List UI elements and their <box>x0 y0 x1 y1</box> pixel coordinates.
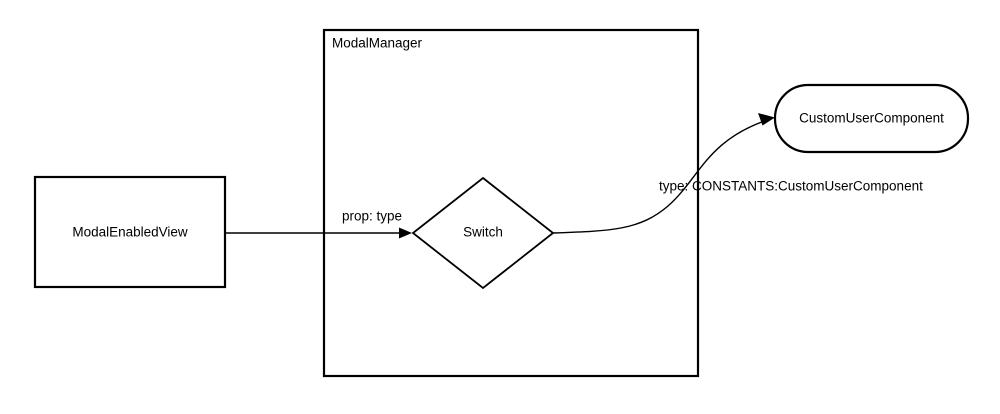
edge-switch-to-custom-user-component[interactable]: type: CONSTANTS:CustomUserComponent <box>552 113 923 234</box>
node-modal-enabled-view[interactable]: ModalEnabledView <box>33 175 227 289</box>
custom-user-component-border <box>773 83 970 154</box>
custom-user-component-label: CustomUserComponent <box>799 111 944 126</box>
switch-label: Switch <box>463 225 503 240</box>
modal-enabled-view-border <box>33 175 227 289</box>
modal-manager-label: ModalManager <box>332 36 423 51</box>
edge-switch-to-custom-line <box>552 118 771 234</box>
node-custom-user-component[interactable]: CustomUserComponent <box>773 83 970 154</box>
node-switch[interactable]: Switch <box>411 176 555 290</box>
custom-user-component-fill <box>775 85 968 152</box>
switch-border <box>411 176 555 290</box>
modal-enabled-view-label: ModalEnabledView <box>72 225 188 240</box>
edge-switch-to-custom-label: type: CONSTANTS:CustomUserComponent <box>659 179 923 194</box>
modal-enabled-view-fill <box>35 177 225 287</box>
edge-switch-to-custom-arrowhead <box>758 113 775 126</box>
edge-view-to-switch[interactable]: prop: type <box>226 209 412 239</box>
modal-manager-border <box>322 28 700 378</box>
edge-view-to-switch-arrowhead <box>399 227 412 239</box>
edge-view-to-switch-label: prop: type <box>342 209 402 224</box>
